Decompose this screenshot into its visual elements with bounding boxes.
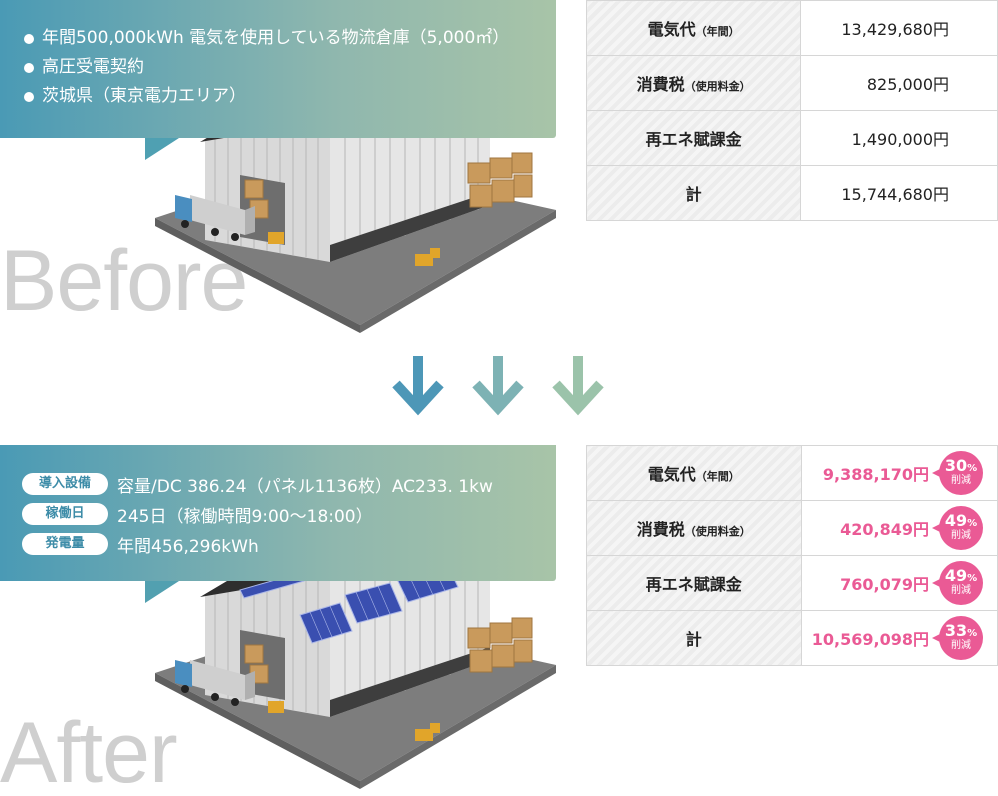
- before-cost-table: 電気代（年間） 13,429,680円 消費税（使用料金） 825,000円 再…: [585, 0, 998, 221]
- after-info-bubble: 導入設備 容量/DC 386.24（パネル1136枚）AC233. 1kw 稼働…: [0, 445, 556, 603]
- arrow-down-icon: [552, 356, 604, 416]
- reduction-badge: 33%削減: [932, 616, 983, 660]
- table-row: 電気代（年間） 13,429,680円: [585, 0, 998, 56]
- table-key: 再エネ賦課金: [585, 110, 802, 166]
- before-bullet-list: 年間500,000kWh 電気を使用している物流倉庫（5,000㎡） 高圧受電契…: [24, 24, 509, 111]
- table-row: 電気代（年間） 9,388,170円 30%削減: [586, 445, 998, 501]
- table-value: 825,000円: [800, 55, 998, 111]
- table-key: 電気代（年間）: [586, 445, 802, 501]
- list-item: 導入設備 容量/DC 386.24（パネル1136枚）AC233. 1kw: [22, 469, 493, 499]
- table-value: 420,849円 49%削減: [800, 500, 998, 556]
- after-section: After: [0, 445, 998, 796]
- bullet-icon: [24, 91, 34, 102]
- arrow-down-icon: [392, 356, 444, 416]
- table-value: 760,079円 49%削減: [800, 555, 998, 611]
- spec-tag: 稼働日: [22, 503, 108, 525]
- table-key: 計: [586, 610, 802, 666]
- table-row: 再エネ賦課金 1,490,000円: [585, 110, 998, 166]
- list-item: 茨城県（東京電力エリア）: [24, 82, 509, 111]
- table-value: 10,569,098円 33%削減: [800, 610, 998, 666]
- table-row: 計 15,744,680円: [585, 165, 998, 221]
- before-info-bubble: 年間500,000kWh 電気を使用している物流倉庫（5,000㎡） 高圧受電契…: [0, 0, 556, 160]
- bullet-icon: [24, 62, 34, 73]
- table-key: 計: [585, 165, 802, 221]
- table-row: 消費税（使用料金） 825,000円: [585, 55, 998, 111]
- spec-tag: 発電量: [22, 533, 108, 555]
- table-value: 15,744,680円: [800, 165, 998, 221]
- arrow-down-icon: [472, 356, 524, 416]
- table-key: 電気代（年間）: [585, 0, 802, 56]
- table-row: 再エネ賦課金 760,079円 49%削減: [586, 555, 998, 611]
- table-row: 計 10,569,098円 33%削減: [586, 610, 998, 666]
- spec-value: 容量/DC 386.24（パネル1136枚）AC233. 1kw: [117, 476, 493, 497]
- table-value: 13,429,680円: [800, 0, 998, 56]
- list-item: 発電量 年間456,296kWh: [22, 529, 493, 559]
- bullet-icon: [24, 33, 34, 44]
- table-row: 消費税（使用料金） 420,849円 49%削減: [586, 500, 998, 556]
- spec-value: 年間456,296kWh: [117, 536, 259, 557]
- table-value: 9,388,170円 30%削減: [800, 445, 998, 501]
- table-value: 1,490,000円: [800, 110, 998, 166]
- reduction-badge: 49%削減: [932, 506, 983, 550]
- list-item: 高圧受電契約: [24, 53, 509, 82]
- list-item: 年間500,000kWh 電気を使用している物流倉庫（5,000㎡）: [24, 24, 509, 53]
- after-spec-list: 導入設備 容量/DC 386.24（パネル1136枚）AC233. 1kw 稼働…: [22, 469, 493, 559]
- reduction-badge: 30%削減: [932, 451, 983, 495]
- table-key: 消費税（使用料金）: [585, 55, 802, 111]
- down-arrows: [388, 352, 610, 422]
- after-cost-table: 電気代（年間） 9,388,170円 30%削減 消費税（使用料金） 420,8…: [586, 445, 998, 666]
- after-label: After: [0, 705, 178, 796]
- spec-tag: 導入設備: [22, 473, 108, 495]
- table-key: 再エネ賦課金: [586, 555, 802, 611]
- list-item: 稼働日 245日（稼働時間9:00〜18:00）: [22, 499, 493, 529]
- reduction-badge: 49%削減: [932, 561, 983, 605]
- table-key: 消費税（使用料金）: [586, 500, 802, 556]
- spec-value: 245日（稼働時間9:00〜18:00）: [117, 506, 373, 527]
- before-section: Before: [0, 0, 998, 340]
